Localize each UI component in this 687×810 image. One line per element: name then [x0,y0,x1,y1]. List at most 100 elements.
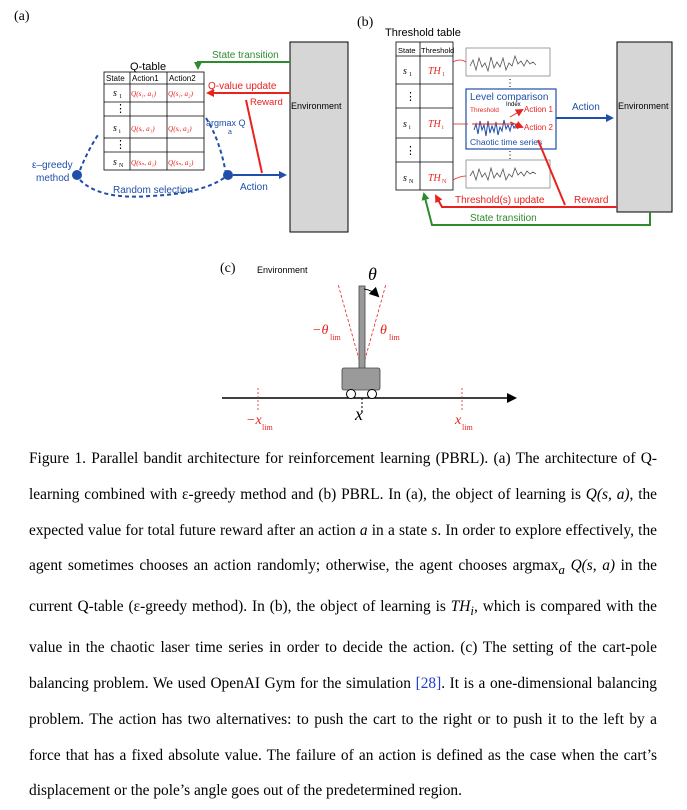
theta-lim-label: θ [380,323,387,338]
qtable-q-n-1: Q(sₙ, a₁) [131,159,157,167]
thresholds-update-arrow [435,194,617,208]
level-comparison-label: Level comparison [470,92,548,103]
action-node-a [223,170,233,180]
level-action1-arrow [509,108,524,118]
minus-theta-lim-line [337,283,363,371]
level-action2-label: Action 2 [524,123,553,132]
caption-q-sa-2: Q(s, a) [570,557,616,575]
random-selection-path [79,177,225,198]
panel-c-label: (c) [220,261,236,276]
level-comparison-box [465,88,557,150]
reference-link[interactable]: [28] [415,674,442,692]
timeseries-link-n [452,175,467,181]
threshold-state-1: s [403,66,407,77]
threshold-th-1-sub: 1 [442,72,445,78]
qtable-state-i: s [113,123,117,134]
threshold-state-n: s [403,173,407,184]
qtable-q-i-2: Q(sᵢ, a₂) [168,125,192,133]
minus-xlim-sub: lim [262,423,273,432]
minus-xlim-label: −x [246,413,262,428]
threshold-header-threshold: Threshold [421,46,454,55]
panel-b: (b) Threshold table State Threshold s 1 … [357,15,673,226]
threshold-table [395,41,454,191]
qtable-header-state: State [106,74,125,83]
caption-part-4: . In order to explore effectively, the a… [29,521,661,575]
state-transition-label-a: State transition [212,50,279,61]
qtable-vdots-2: ⋮ [115,139,126,151]
qtable-state-n: s [113,157,117,168]
caption-part-6: in the current Q-table (ε-greedy method)… [29,557,661,616]
panel-c: (c) Environment −x lim x lim x −θ lim θ … [220,261,517,432]
state-transition-label-b: State transition [470,213,537,224]
threshold-header-state: State [398,46,416,55]
reward-label-a: Reward [250,97,283,108]
argmax-sub-label: a [228,129,232,136]
qtable-state-i-sub: i [119,129,121,135]
qtable-q-i-1: Q(sᵢ, a₁) [131,125,155,133]
threshold-vdots-1: ⋮ [405,91,416,103]
caption-part-7: , which is compared with the value in th… [29,598,661,692]
threshold-state-i: s [403,119,407,130]
timeseries-vdots-2: ⋮ [505,150,515,161]
threshold-th-i: TH [428,119,442,130]
qvalue-update-label: Q-value update [208,81,277,92]
threshold-th-i-sub: i [442,125,444,131]
panel-b-label: (b) [357,15,374,30]
chaotic-label: Chaotic time series [470,137,542,147]
egreedy-label-1: ε–greedy [32,160,73,171]
theta-lim-sub: lim [389,333,400,342]
minus-theta-lim-label: −θ [312,323,328,338]
cart-body [341,367,381,391]
timeseries-wave-n [469,166,537,182]
timeseries-box-1 [465,47,551,77]
qtable-state-1: s [113,88,117,99]
threshold-state-1-sub: 1 [409,72,412,78]
thresholds-update-label: Threshold(s) update [455,195,545,206]
environment-box-b [616,41,673,213]
caption-q-sa: Q(s, a) [585,485,630,503]
action-label-a: Action [240,182,268,193]
cart-wheel-left [346,389,356,399]
environment-label-c: Environment [257,265,308,275]
caption-part-8: . It is a one-dimensional balancing prob… [29,674,661,800]
timeseries-link-1 [452,59,467,63]
threshold-th-n: TH [428,173,442,184]
caption-a: a [359,521,368,539]
figure-caption: Figure 1. Parallel bandit architecture f… [29,441,657,809]
reward-label-b: Reward [574,195,608,206]
timeseries-box-n [465,159,551,189]
level-action2-arrow [509,121,524,129]
state-transition-arrow-b [421,192,651,226]
argmax-label: argmax Q [206,118,246,128]
panel-a: (a) Q-table State Action1 Action2 s 1 Q(… [14,9,349,233]
timeseries-wave-1 [469,54,537,73]
threshold-state-i-sub: i [409,125,411,131]
level-threshold-label: Threshold [470,107,499,114]
caption-th-sub: i [470,604,474,619]
qtable-q-1-1: Q(s₁, a₁) [131,90,157,98]
panel-a-label: (a) [14,9,30,24]
egreedy-label-2: method [36,173,69,184]
caption-argmax-sub: a [558,563,565,578]
random-selection-label: Random selection [113,185,193,196]
qtable-vdots-1: ⋮ [115,103,126,115]
threshold-table-title: Threshold table [385,27,461,39]
qtable-header-action2: Action2 [169,74,196,83]
qtable-title: Q-table [130,61,166,73]
caption-part-1: Figure 1. Parallel bandit architecture f… [29,450,657,503]
minus-theta-lim-sub: lim [330,333,341,342]
qtable-header-action1: Action1 [132,74,159,83]
pole [358,285,366,371]
caption-s: s [431,521,438,539]
qtable [103,71,205,171]
level-wave [473,119,519,137]
figure-1: (a) Q-table State Action1 Action2 s 1 Q(… [14,9,673,432]
threshold-vdots-2: ⋮ [405,145,416,157]
theta-arc [363,286,380,298]
threshold-state-n-sub: N [409,179,414,185]
theta-label: θ [368,264,377,284]
action-label-b: Action [572,102,600,113]
qtable-q-1-2: Q(s₁, a₂) [168,90,194,98]
reward-line-b [537,139,566,206]
environment-box-a [289,41,349,233]
